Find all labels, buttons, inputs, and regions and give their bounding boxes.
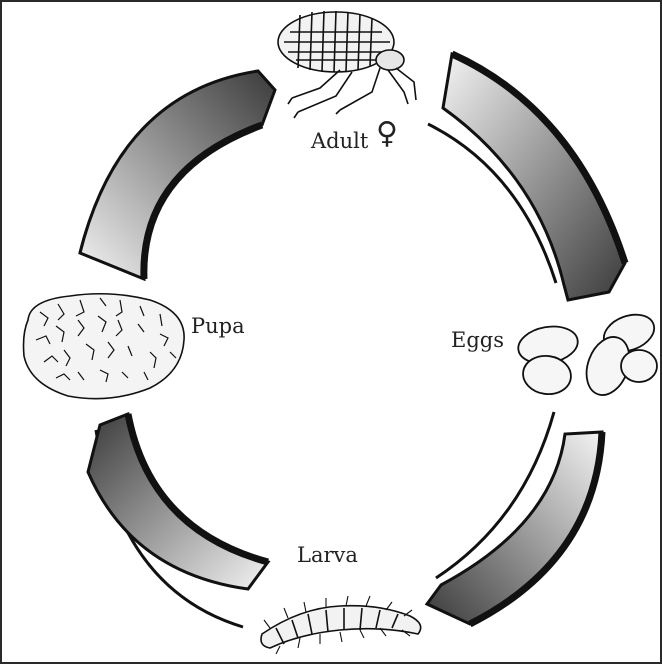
arrow-adult-to-eggs [443, 54, 625, 300]
stage-label-larva: Larva [297, 545, 358, 566]
adult-flea-icon [278, 11, 416, 118]
flea-pupa-cocoon-icon [24, 294, 185, 399]
stage-label-eggs: Eggs [451, 330, 504, 351]
flea-eggs-icon [515, 308, 659, 401]
arrow-larva-to-pupa [88, 414, 268, 589]
stage-label-adult: Adult [311, 131, 368, 152]
flea-larva-icon [261, 596, 421, 654]
stage-label-pupa: Pupa [191, 316, 245, 337]
female-symbol: ♀ [376, 119, 398, 149]
